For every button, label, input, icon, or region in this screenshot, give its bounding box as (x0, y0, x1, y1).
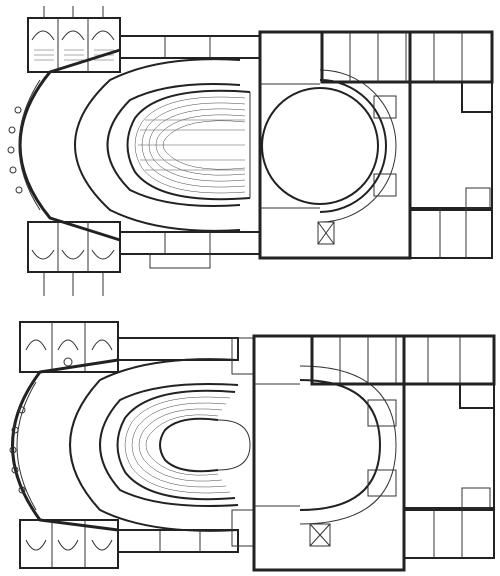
upper-stage-block (258, 30, 412, 260)
upper-auditorium-seating (126, 89, 251, 201)
lower-top-turrets (19, 321, 119, 373)
upper-side-rooms (119, 35, 261, 269)
lower-auditorium-seating (116, 389, 251, 501)
upper-facade-outer-wall (18, 48, 121, 242)
upper-right-wing (320, 30, 494, 259)
upper-facade-columns (7, 106, 23, 194)
lower-right-wing (310, 334, 496, 559)
lower-facade-columns (9, 406, 26, 494)
lower-side-rooms (117, 337, 255, 553)
upper-floor-plan (7, 6, 494, 296)
lower-stage-arc (299, 379, 382, 511)
lower-floor-plan (9, 321, 496, 572)
upper-foyer-ring (74, 58, 241, 232)
upper-top-turrets (27, 6, 121, 73)
lower-facade-outer-wall (11, 358, 119, 532)
upper-revolving-stage (261, 87, 379, 205)
lower-foyer-ring (69, 358, 239, 532)
lower-stage-block (252, 334, 406, 572)
upper-bottom-turrets (27, 221, 121, 296)
